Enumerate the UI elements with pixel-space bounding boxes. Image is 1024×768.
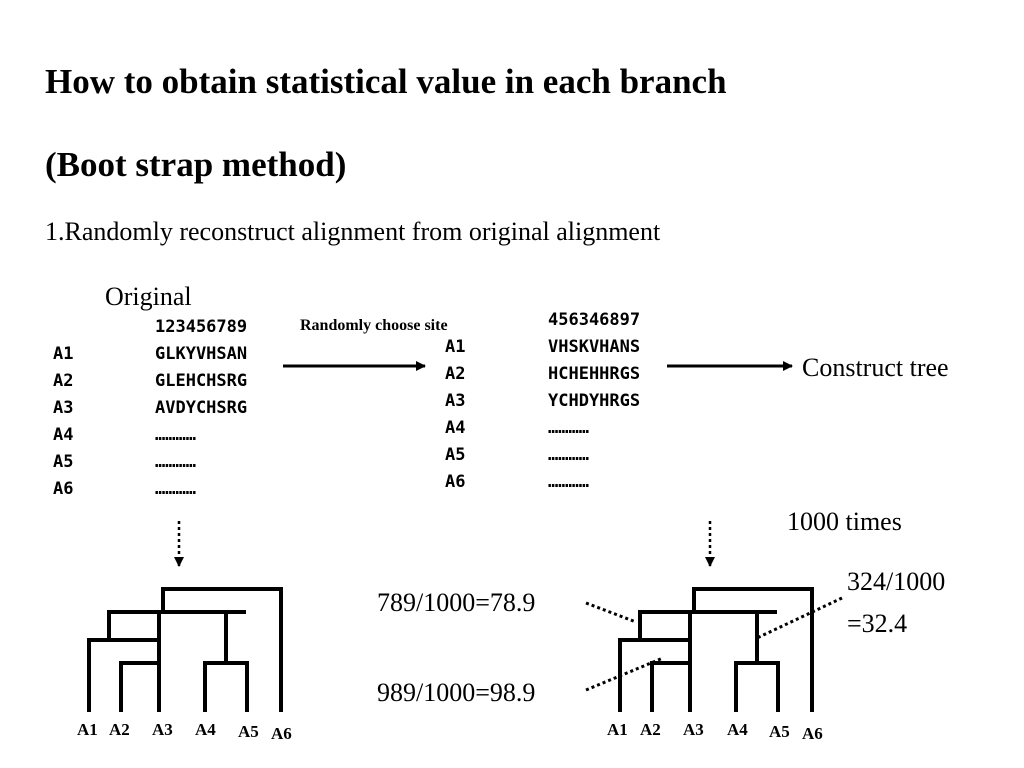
- sequence-name: A2: [53, 371, 74, 391]
- sequence: …………: [155, 452, 196, 472]
- original-site-numbers: 123456789: [155, 317, 248, 337]
- leaf-label: A1: [607, 720, 628, 739]
- dotted-line-789: [585, 601, 637, 624]
- leaf-label: A1: [77, 720, 98, 739]
- leaf-label: A5: [238, 722, 259, 741]
- sequence: GLEHCHSRG: [155, 371, 248, 391]
- page-title: How to obtain statistical value in each …: [45, 62, 727, 101]
- sequence-name: A1: [445, 337, 466, 357]
- left-tree: [87, 587, 283, 712]
- leaf-label: A3: [152, 720, 173, 739]
- right-tree: [618, 587, 814, 712]
- dotted-line-989: [585, 656, 664, 692]
- sequence: …………: [548, 445, 589, 465]
- leaf-label: A2: [640, 720, 661, 739]
- leaf-label: A4: [195, 720, 216, 739]
- page-subtitle: (Boot strap method): [45, 145, 347, 184]
- bootstrap-value-324-result: =32.4: [847, 609, 908, 638]
- sequence: HCHEHHRGS: [548, 364, 641, 384]
- sequence-name: A6: [53, 479, 74, 499]
- dotted-line-324: [756, 596, 843, 640]
- sequence: …………: [548, 472, 589, 492]
- bootstrap-value-324: 324/1000: [847, 567, 946, 596]
- sequence: AVDYCHSRG: [155, 398, 248, 418]
- sequence-name: A3: [445, 391, 466, 411]
- original-label: Original: [105, 282, 192, 311]
- sequence: GLKYVHSAN: [155, 344, 248, 364]
- sequence: YCHDYHRGS: [548, 391, 641, 411]
- sequence: …………: [548, 418, 589, 438]
- sequence: …………: [155, 425, 196, 445]
- sequence: VHSKVHANS: [548, 337, 641, 357]
- sequence-name: A1: [53, 344, 74, 364]
- sequence-name: A2: [445, 364, 466, 384]
- resampled-sequence-names: A1 A2 A3 A4 A5 A6: [445, 334, 465, 496]
- original-sequence-names: A1 A2 A3 A4 A5 A6: [53, 341, 73, 503]
- sequence-name: A3: [53, 398, 74, 418]
- resampled-site-numbers: 456346897: [548, 310, 641, 330]
- sequence: …………: [155, 479, 196, 499]
- leaf-label: A5: [769, 722, 790, 741]
- original-sequences: GLKYVHSAN GLEHCHSRG AVDYCHSRG ………… ………… …: [155, 341, 247, 503]
- leaf-label: A6: [802, 724, 823, 743]
- leaf-label: A3: [683, 720, 704, 739]
- repeat-count-label: 1000 times: [787, 507, 902, 536]
- sequence-name: A5: [445, 445, 466, 465]
- construct-tree-label: Construct tree: [802, 353, 949, 382]
- sequence-name: A6: [445, 472, 466, 492]
- bootstrap-value-789: 789/1000=78.9: [377, 588, 536, 617]
- sequence-name: A4: [445, 418, 466, 438]
- random-choose-label: Randomly choose site: [300, 317, 448, 334]
- step-description: 1.Randomly reconstruct alignment from or…: [45, 217, 661, 246]
- sequence-name: A5: [53, 452, 74, 472]
- leaf-label: A6: [271, 724, 292, 743]
- leaf-label: A4: [727, 720, 748, 739]
- resampled-sequences: VHSKVHANS HCHEHHRGS YCHDYHRGS ………… ………… …: [548, 334, 640, 496]
- bootstrap-value-989: 989/1000=98.9: [377, 678, 536, 707]
- sequence-name: A4: [53, 425, 74, 445]
- leaf-label: A2: [109, 720, 130, 739]
